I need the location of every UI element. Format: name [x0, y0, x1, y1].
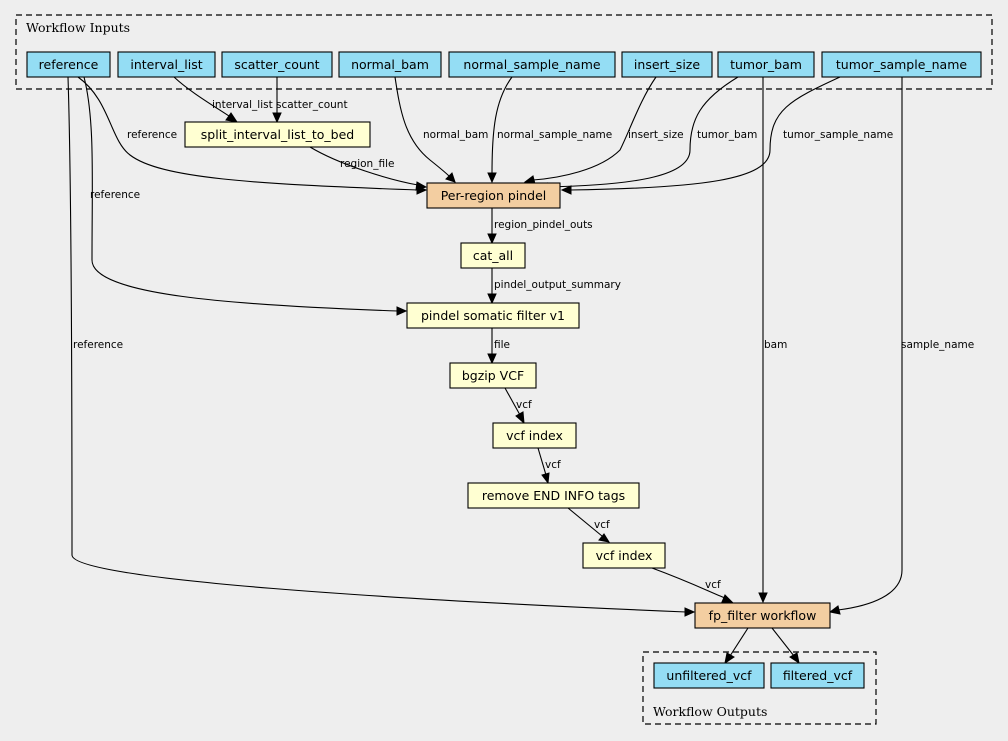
node-tumor-bam-label: tumor_bam: [730, 57, 802, 72]
edge-region-file: region_file: [309, 146, 428, 191]
edge-label-vcf-4: vcf: [705, 579, 721, 591]
node-bgzip-vcf[interactable]: bgzip VCF: [449, 362, 537, 389]
edge-label-scatter-count: scatter_count: [276, 99, 348, 111]
workflow-inputs-label: Workflow Inputs: [26, 20, 130, 35]
node-fp-filter-workflow[interactable]: fp_filter workflow: [694, 602, 831, 629]
node-insert-size-label: insert_size: [634, 57, 700, 72]
node-reference[interactable]: reference: [26, 51, 111, 78]
edge-label-file: file: [494, 339, 510, 351]
node-insert-size[interactable]: insert_size: [621, 51, 713, 78]
edge-file: file: [487, 328, 510, 365]
edge-label-region-pindel-outs: region_pindel_outs: [494, 219, 593, 231]
workflow-inputs-cluster: Workflow Inputs: [15, 14, 993, 90]
node-reference-label: reference: [39, 57, 99, 72]
node-vcf-index-1[interactable]: vcf index: [492, 422, 577, 449]
node-vcf-index-2-label: vcf index: [596, 548, 653, 563]
edge-pindel-output-summary: pindel_output_summary: [487, 268, 621, 305]
node-scatter-count[interactable]: scatter_count: [221, 51, 333, 78]
edge-reference-to-filter: reference: [83, 76, 408, 316]
edge-reference-to-fp: reference: [67, 76, 696, 617]
edge-label-bam: bam: [764, 339, 787, 351]
node-normal-sample-name[interactable]: normal_sample_name: [448, 51, 616, 78]
edge-label-sample-name: sample_name: [901, 339, 974, 351]
edge-region-pindel-outs: region_pindel_outs: [487, 208, 593, 245]
edge-label-pindel-output-summary: pindel_output_summary: [494, 279, 621, 291]
node-interval-list[interactable]: interval_list: [117, 51, 216, 78]
node-per-region-pindel[interactable]: Per-region pindel: [426, 182, 561, 209]
edge-tumor-sample-name: tumor_sample_name: [560, 76, 893, 195]
node-tumor-bam[interactable]: tumor_bam: [717, 51, 815, 78]
node-pindel-somatic-filter-label: pindel somatic filter v1: [421, 308, 565, 323]
edge-vcf-4: vcf: [651, 567, 734, 603]
edge-label-interval-list: interval_list: [212, 99, 273, 111]
edge-label-normal-sample-name: normal_sample_name: [497, 129, 612, 141]
node-per-region-pindel-label: Per-region pindel: [441, 188, 547, 203]
edge-vcf-1: vcf: [504, 387, 532, 425]
edge-label-reference-to-pindel: reference: [127, 129, 177, 141]
edge-normal-bam: normal_bam: [394, 76, 488, 183]
node-unfiltered-vcf[interactable]: unfiltered_vcf: [653, 662, 765, 689]
node-cat-all-label: cat_all: [473, 248, 513, 263]
edge-vcf-3: vcf: [567, 507, 611, 543]
node-fp-filter-workflow-label: fp_filter workflow: [709, 608, 817, 623]
node-normal-bam[interactable]: normal_bam: [338, 51, 442, 78]
node-unfiltered-vcf-label: unfiltered_vcf: [666, 668, 752, 683]
node-scatter-count-label: scatter_count: [234, 57, 319, 72]
node-vcf-index-2[interactable]: vcf index: [582, 542, 666, 569]
workflow-outputs-cluster: Workflow Outputs: [642, 651, 877, 725]
node-normal-sample-name-label: normal_sample_name: [463, 57, 601, 72]
edge-label-vcf-2: vcf: [545, 459, 561, 471]
node-remove-end-info-tags[interactable]: remove END INFO tags: [467, 482, 640, 509]
edge-sample-name: sample_name: [828, 76, 974, 615]
edge-label-vcf-1: vcf: [516, 399, 532, 411]
edge-label-region-file: region_file: [340, 158, 394, 170]
edge-vcf-2: vcf: [537, 447, 561, 485]
edge-label-tumor-sample-name: tumor_sample_name: [783, 129, 893, 141]
edge-insert-size: insert_size: [523, 76, 684, 185]
node-filtered-vcf[interactable]: filtered_vcf: [770, 662, 865, 689]
node-tumor-sample-name[interactable]: tumor_sample_name: [821, 51, 982, 78]
node-interval-list-label: interval_list: [130, 57, 202, 72]
edge-interval-list: interval_list: [173, 76, 273, 123]
node-pindel-somatic-filter[interactable]: pindel somatic filter v1: [406, 302, 580, 329]
edge-label-insert-size: insert_size: [628, 129, 684, 141]
node-split-interval-list-to-bed-label: split_interval_list_to_bed: [201, 127, 354, 142]
edge-to-unfiltered-vcf: [724, 627, 749, 665]
edge-to-filtered-vcf: [771, 627, 800, 665]
edge-label-reference-to-filter: reference: [90, 189, 140, 201]
edge-label-vcf-3: vcf: [594, 519, 610, 531]
node-vcf-index-1-label: vcf index: [506, 428, 563, 443]
edge-label-reference-to-fp: reference: [73, 339, 123, 351]
node-split-interval-list-to-bed[interactable]: split_interval_list_to_bed: [184, 121, 371, 148]
edge-scatter-count: scatter_count: [272, 77, 348, 124]
node-tumor-sample-name-label: tumor_sample_name: [836, 57, 967, 72]
node-remove-end-info-tags-label: remove END INFO tags: [482, 488, 625, 503]
edge-label-tumor-bam: tumor_bam: [697, 129, 757, 141]
edge-bam: bam: [758, 77, 787, 604]
node-bgzip-vcf-label: bgzip VCF: [462, 368, 524, 383]
node-filtered-vcf-label: filtered_vcf: [783, 668, 853, 683]
node-normal-bam-label: normal_bam: [351, 57, 429, 72]
node-cat-all[interactable]: cat_all: [460, 242, 526, 269]
edges: interval_list scatter_count reference re…: [67, 76, 974, 665]
edge-label-normal-bam: normal_bam: [423, 129, 488, 141]
edge-normal-sample-name: normal_sample_name: [487, 76, 612, 184]
workflow-outputs-label: Workflow Outputs: [653, 704, 767, 719]
